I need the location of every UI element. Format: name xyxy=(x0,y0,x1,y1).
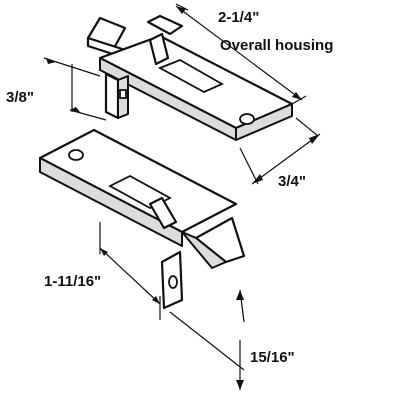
thickness-label: 3/8" xyxy=(6,89,34,106)
tab-length-label: 1-11/16" xyxy=(44,273,101,290)
lower-latch-part xyxy=(38,128,246,310)
upper-latch-part xyxy=(86,14,294,141)
overall-housing-label: Overall housing xyxy=(220,37,333,54)
overall-length-label: 2-1/4" xyxy=(218,9,259,26)
width-label: 3/4" xyxy=(278,173,306,190)
dimension-overall-length xyxy=(175,3,307,105)
depth-label: 15/16" xyxy=(250,349,295,366)
dimension-depth xyxy=(169,289,245,390)
dimension-thickness xyxy=(43,57,107,121)
dimension-tab-length xyxy=(99,222,161,320)
dimension-width xyxy=(239,117,321,185)
